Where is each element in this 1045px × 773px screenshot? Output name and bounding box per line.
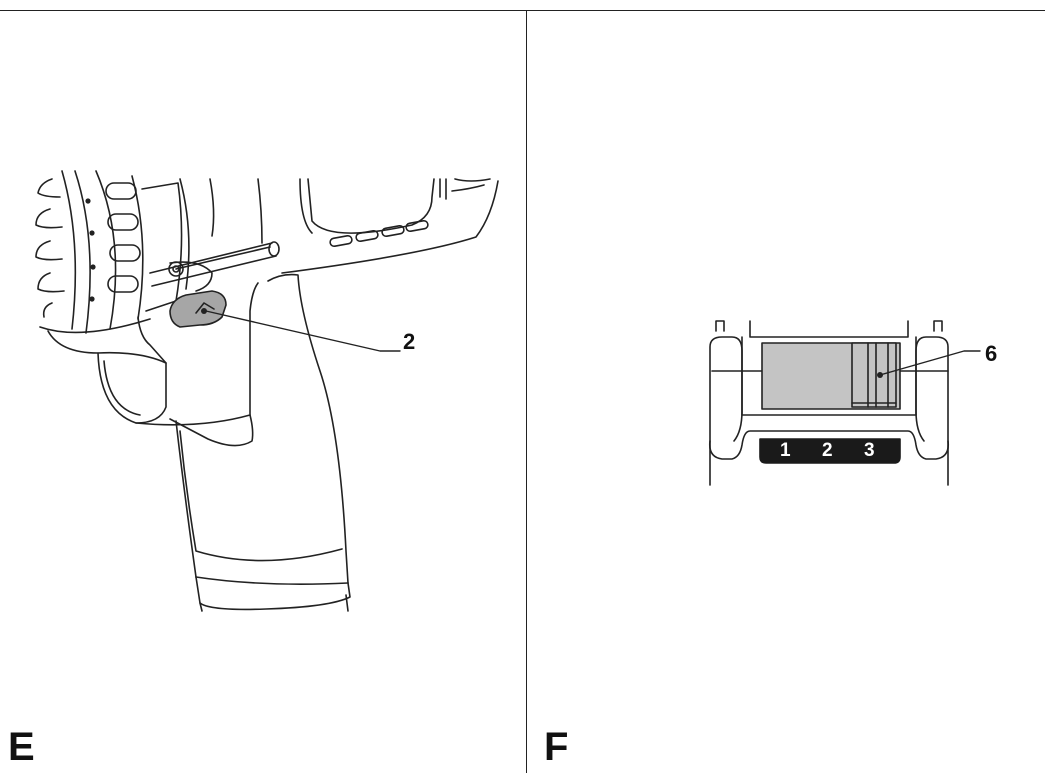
figure-label-f: F [544,725,569,769]
callout-6-leader [879,350,981,376]
trigger [97,351,167,424]
figure-label-e: E [8,725,35,769]
gear-selector-illustration [708,320,981,486]
gear-label-1: 1 [780,440,791,461]
panel-divider [526,10,527,773]
gear-label-2: 2 [822,440,833,461]
callout-label-6: 6 [985,341,998,366]
figure-e-panel: 2 E [0,11,526,773]
chuck-ribs [35,170,91,334]
gear-selector-slider [851,342,897,408]
gear-label-3: 3 [864,440,875,461]
figure-f-panel: 1 2 3 6 F [528,11,1045,773]
housing-top-tabs [715,320,943,338]
handle [135,273,351,612]
direction-selector-button [169,290,227,328]
callout-2-leader [205,310,401,352]
gear-label-band [759,438,901,464]
vent-slots [329,219,429,248]
side-rail [149,241,280,292]
front-housing-bottom [39,316,167,364]
chuck-dots [85,198,96,302]
callout-label-2: 2 [403,329,416,354]
drill-illustration [35,170,499,612]
selector-housing [708,336,950,486]
motor-housing [175,178,499,290]
top-rule [0,10,1045,11]
clutch-collar [95,170,183,330]
